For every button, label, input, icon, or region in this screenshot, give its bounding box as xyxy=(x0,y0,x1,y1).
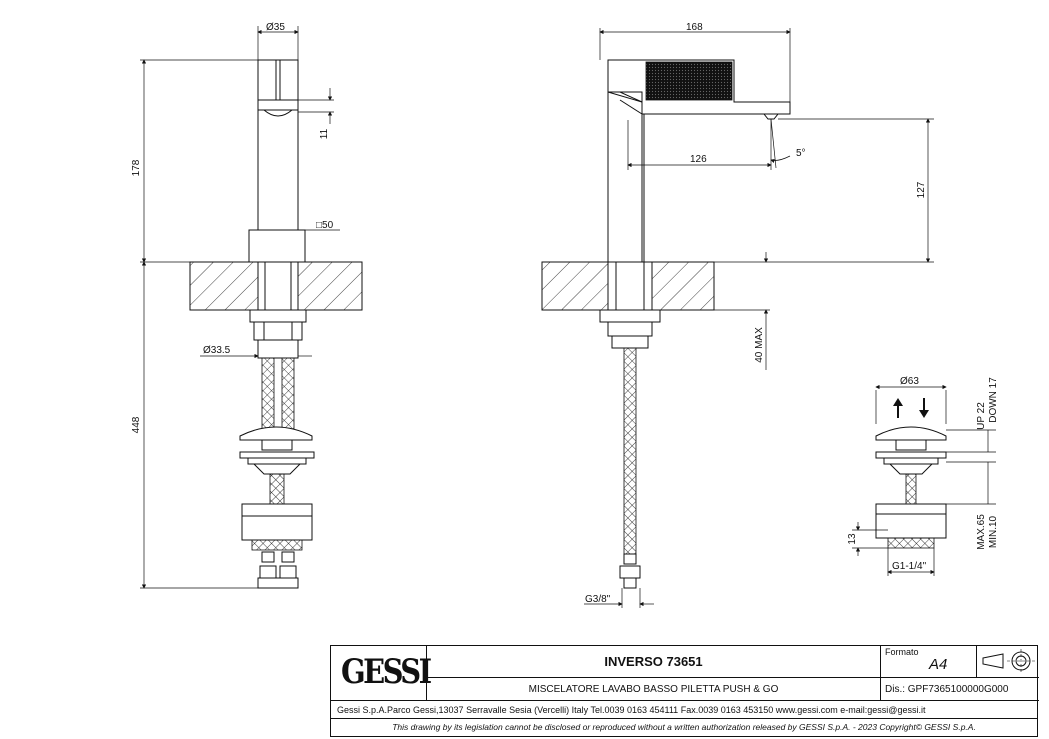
dim-d63: Ø63 xyxy=(900,376,919,387)
projection-symbol-icon xyxy=(982,649,1035,673)
waste-detail-view: Ø63 UP 22 DOWN 17 MAX.65 MIN.10 xyxy=(847,376,999,576)
front-view: Ø35 178 11 □50 Ø33.5 448 xyxy=(131,22,363,589)
dim-d13: 13 xyxy=(847,533,858,545)
company-logo: GESSI xyxy=(331,646,432,701)
dim-d127: 127 xyxy=(916,181,927,198)
drawing-number: Dis.: GPF7365100000G000 xyxy=(881,678,1039,701)
dim-d40max: 40 MAX xyxy=(754,327,765,363)
dim-g38: G3/8" xyxy=(585,594,611,605)
dim-d33-5: Ø33.5 xyxy=(203,345,231,356)
side-view: 168 126 5° 127 40 MAX G3/8" xyxy=(541,22,934,608)
format-label: Formato xyxy=(885,647,919,657)
format-cell: Formato A4 xyxy=(881,646,977,678)
dim-d168: 168 xyxy=(686,22,703,33)
projection-cell xyxy=(977,646,1039,678)
product-name: INVERSO 73651 xyxy=(427,646,881,678)
dim-d5deg: 5° xyxy=(796,148,806,159)
dim-d50: □50 xyxy=(316,220,334,231)
logo-text: GESSI xyxy=(341,652,432,692)
dim-max: MAX.65 xyxy=(976,514,987,550)
legal-notice: This drawing by its legislation cannot b… xyxy=(392,722,976,732)
title-block: GESSI INVERSO 73651 MISCELATORE LAVABO B… xyxy=(330,645,1039,737)
dim-d178: 178 xyxy=(131,159,142,176)
format-value: A4 xyxy=(929,656,948,673)
dim-d448: 448 xyxy=(131,416,142,433)
product-description: MISCELATORE LAVABO BASSO PILETTA PUSH & … xyxy=(427,678,881,701)
arrow-up-icon xyxy=(893,398,903,418)
dim-g114: G1-1/4" xyxy=(892,561,927,572)
dim-up: UP 22 xyxy=(976,402,987,430)
dim-d126: 126 xyxy=(690,154,707,165)
arrow-down-icon xyxy=(919,398,929,418)
dim-min: MIN.10 xyxy=(988,515,999,548)
dim-d35: Ø35 xyxy=(266,22,285,33)
dim-d11: 11 xyxy=(319,128,330,139)
dim-down: DOWN 17 xyxy=(988,377,999,423)
company-address: Gessi S.p.A.Parco Gessi,13037 Serravalle… xyxy=(331,701,1037,719)
